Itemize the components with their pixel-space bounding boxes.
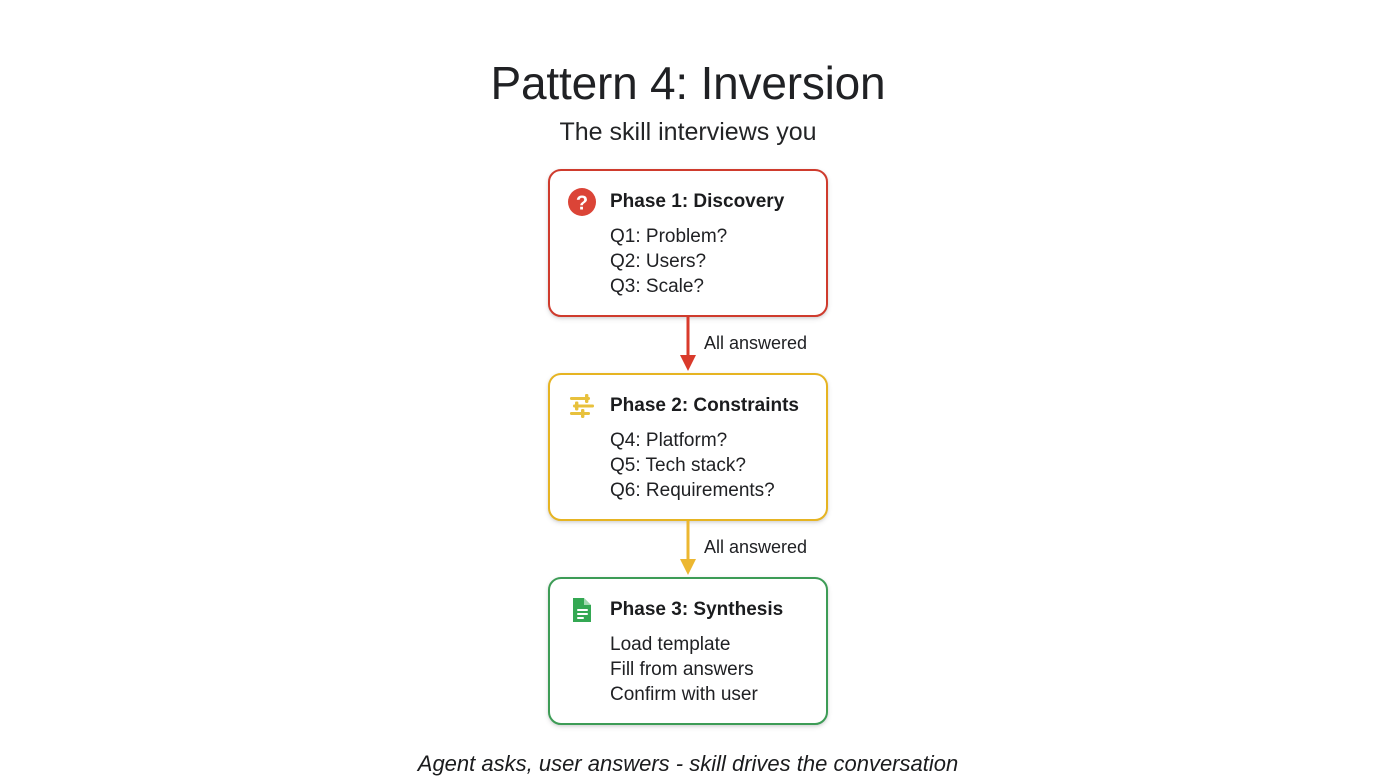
card-header: Phase 2: Constraints bbox=[566, 389, 810, 423]
card-header: ? Phase 1: Discovery bbox=[566, 185, 810, 219]
phase-card-constraints[interactable]: Phase 2: Constraints Q4: Platform? Q5: T… bbox=[548, 373, 828, 522]
phase-title: Phase 1: Discovery bbox=[610, 190, 785, 212]
connector-label: All answered bbox=[704, 333, 808, 354]
connector-constraints-to-synthesis: All answered bbox=[548, 521, 828, 577]
phase-line: Q5: Tech stack? bbox=[610, 455, 746, 477]
arrow-down-icon bbox=[680, 521, 696, 576]
page-subtitle: The skill interviews you bbox=[559, 118, 817, 147]
phase-line: Confirm with user bbox=[610, 684, 758, 706]
document-icon bbox=[566, 594, 598, 626]
phase-line: Q3: Scale? bbox=[610, 276, 704, 298]
question-mark-circle-icon: ? bbox=[566, 186, 598, 218]
connector-discovery-to-constraints: All answered bbox=[548, 317, 828, 373]
phase-line-list: Load template Fill from answers Confirm … bbox=[610, 632, 810, 707]
phase-title: Phase 3: Synthesis bbox=[610, 598, 784, 620]
phase-card-discovery[interactable]: ? Phase 1: Discovery Q1: Problem? Q2: Us… bbox=[548, 169, 828, 318]
page-title: Pattern 4: Inversion bbox=[490, 57, 886, 109]
phase-title: Phase 2: Constraints bbox=[610, 394, 799, 416]
phase-line-list: Q1: Problem? Q2: Users? Q3: Scale? bbox=[610, 224, 810, 299]
phase-line: Fill from answers bbox=[610, 659, 754, 681]
phase-line: Q6: Requirements? bbox=[610, 480, 775, 502]
phase-line: Q2: Users? bbox=[610, 251, 707, 273]
phase-line: Q1: Problem? bbox=[610, 226, 728, 248]
phase-line: Q4: Platform? bbox=[610, 430, 728, 452]
phase-flow: ? Phase 1: Discovery Q1: Problem? Q2: Us… bbox=[548, 169, 828, 726]
svg-text:?: ? bbox=[576, 193, 588, 215]
sliders-tune-icon bbox=[566, 390, 598, 422]
connector-label: All answered bbox=[704, 537, 808, 558]
phase-line: Load template bbox=[610, 634, 731, 656]
footer-note: Agent asks, user answers - skill drives … bbox=[417, 751, 959, 777]
arrow-down-icon bbox=[680, 317, 696, 372]
phase-line-list: Q4: Platform? Q5: Tech stack? Q6: Requir… bbox=[610, 428, 810, 503]
phase-card-synthesis[interactable]: Phase 3: Synthesis Load template Fill fr… bbox=[548, 577, 828, 726]
card-header: Phase 3: Synthesis bbox=[566, 593, 810, 627]
